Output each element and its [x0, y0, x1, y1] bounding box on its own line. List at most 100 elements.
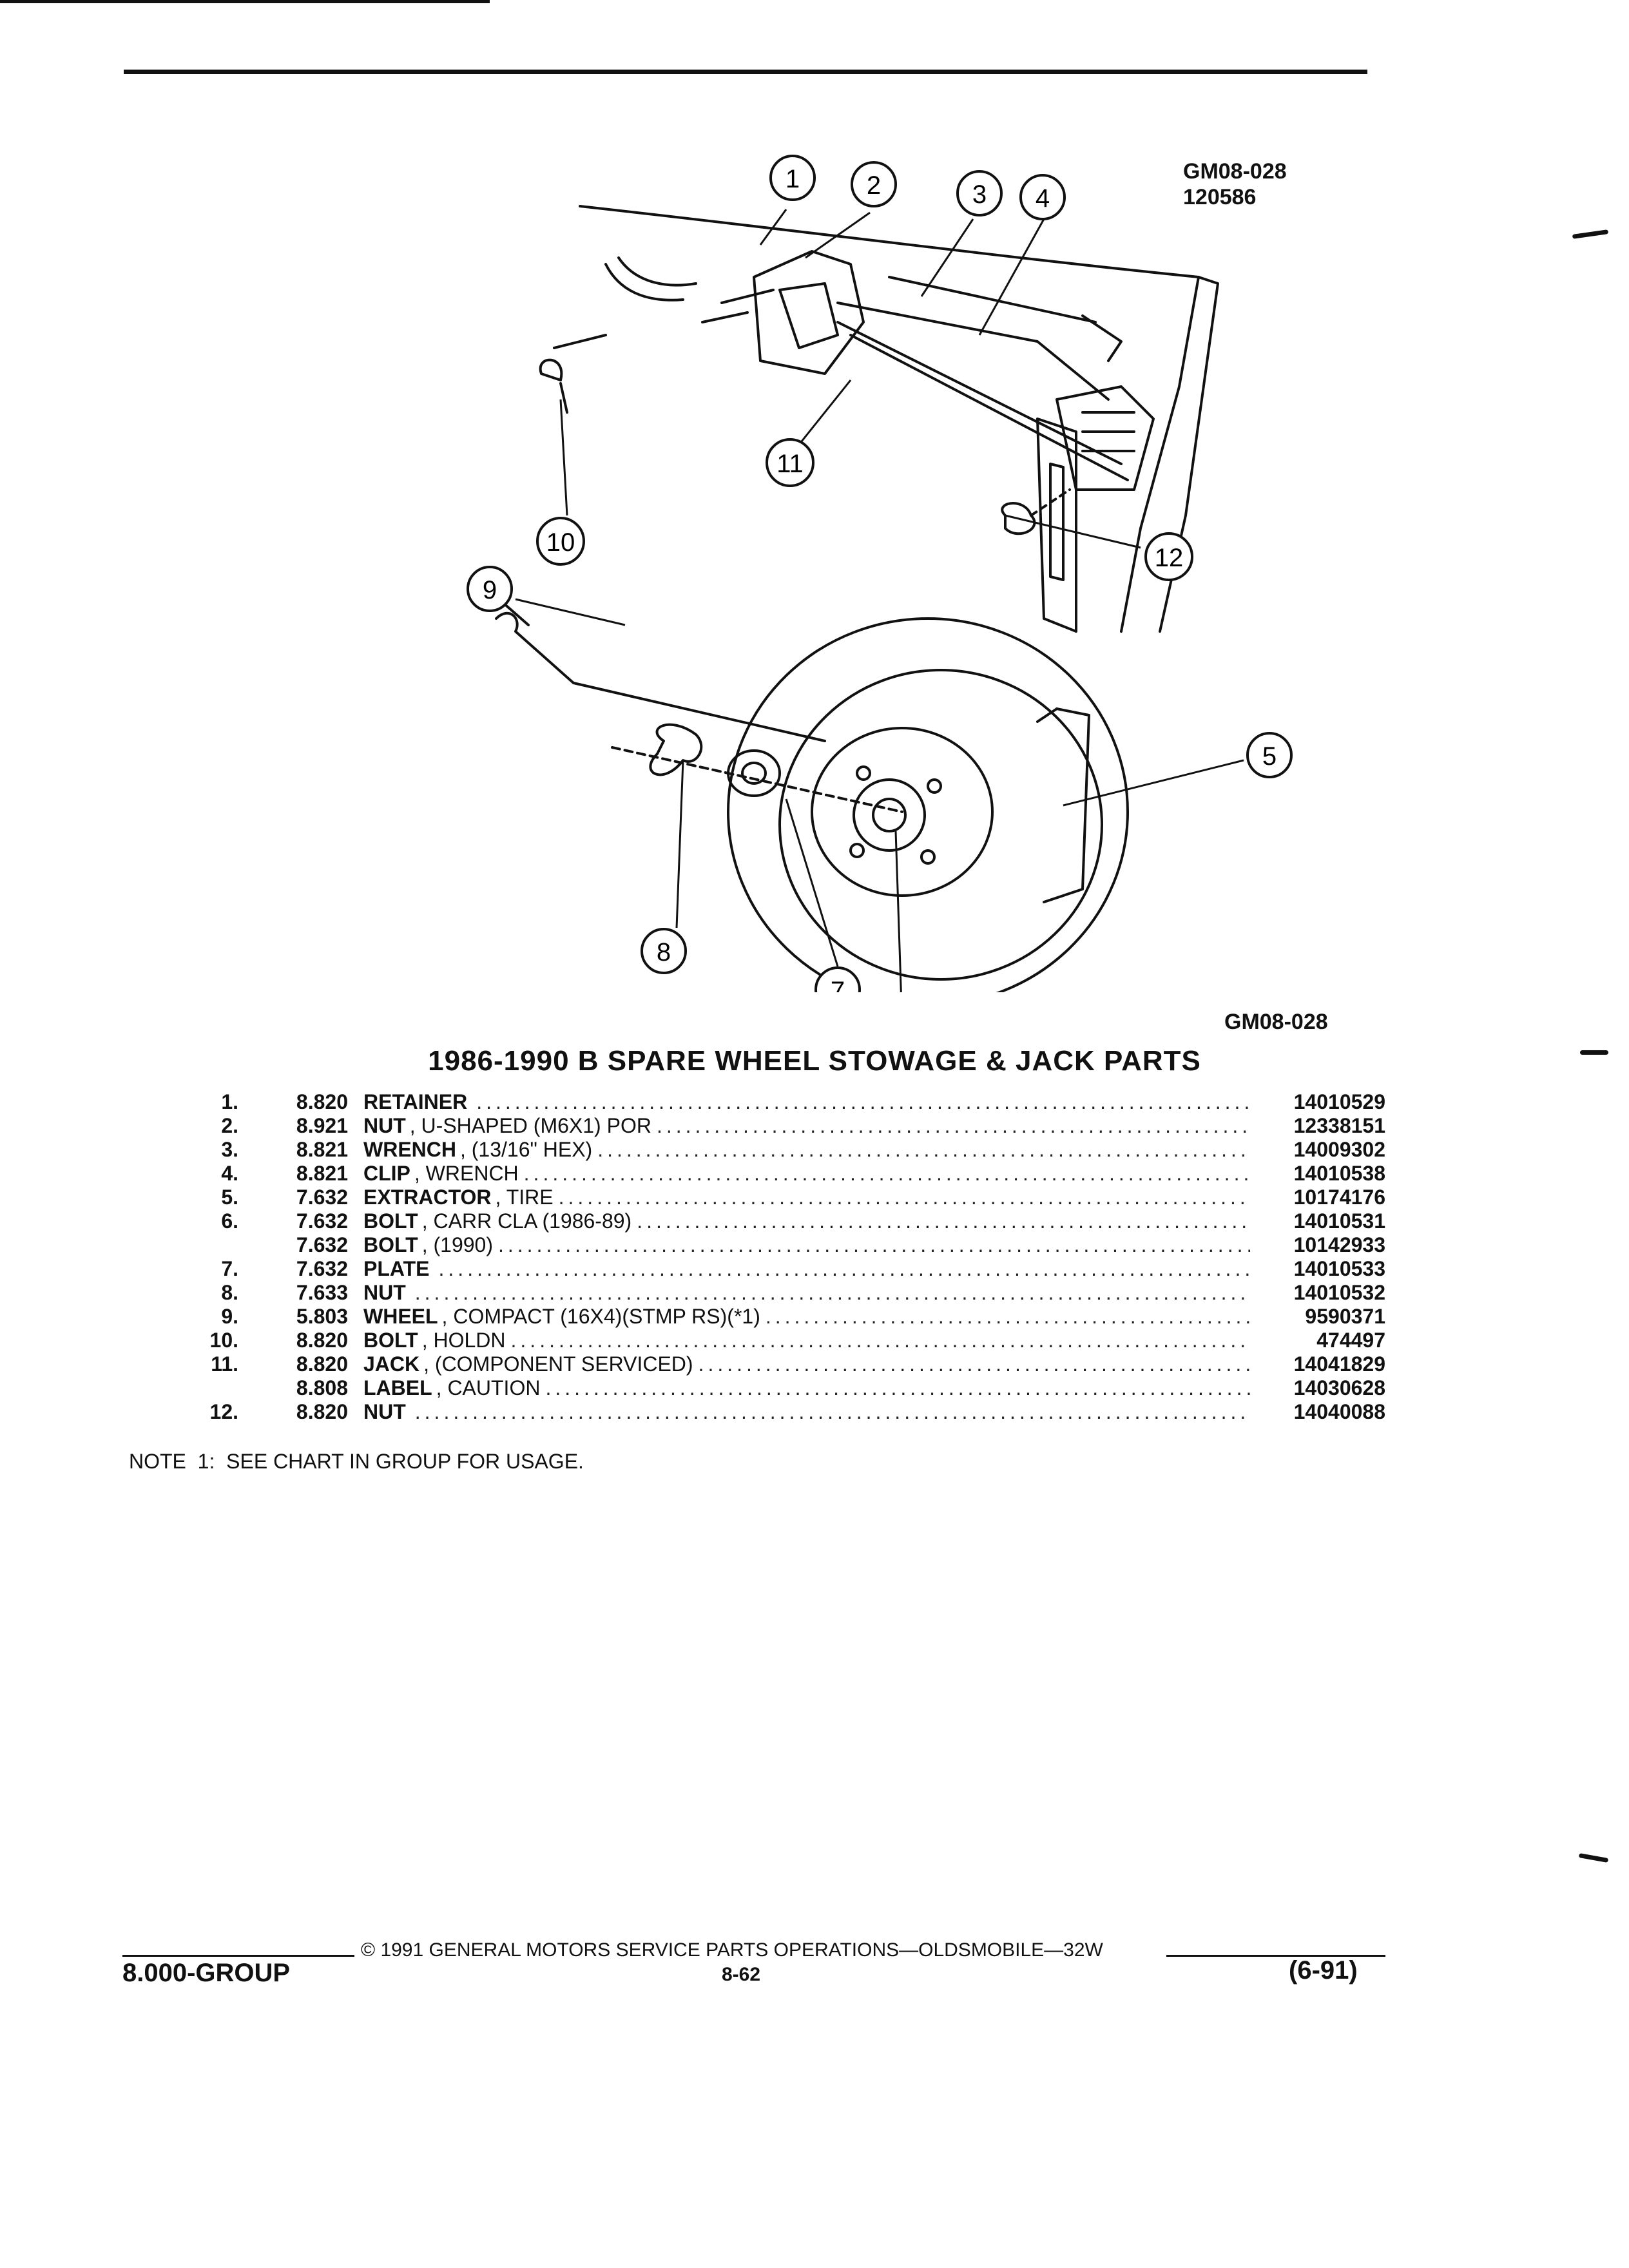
part-description: WRENCH, (13/16" HEX)....................… [363, 1138, 1250, 1162]
group-number: 8.820 [296, 1352, 348, 1376]
group-number: 8.821 [296, 1162, 348, 1185]
leader-dots: ........................................… [656, 1114, 1250, 1137]
leader-dots: ........................................… [637, 1209, 1250, 1233]
leader-dots: ........................................… [510, 1329, 1250, 1352]
leader-dots: ........................................… [698, 1352, 1250, 1376]
svg-text:8: 8 [657, 938, 671, 966]
figure-ref-number: 120586 [1183, 185, 1257, 209]
part-name: PLATE [363, 1257, 430, 1280]
item-number: 7. [221, 1257, 238, 1280]
part-description: LABEL, CAUTION..........................… [363, 1376, 1250, 1400]
item-number: 3. [221, 1138, 238, 1161]
header-rule [124, 70, 1367, 74]
part-name: WRENCH [363, 1138, 456, 1161]
footer-copyright: © 1991 GENERAL MOTORS SERVICE PARTS OPER… [361, 1939, 1103, 1961]
leader-dots: ........................................… [597, 1138, 1250, 1161]
part-name: LABEL [363, 1376, 432, 1399]
figure-ref-bottom: GM08-028 [1224, 1010, 1328, 1034]
part-qualifier: , (1990) [421, 1233, 493, 1256]
plate-7 [727, 749, 781, 797]
group-number: 5.803 [296, 1305, 348, 1328]
callout-7: 7 [815, 966, 861, 992]
item-number: 6. [221, 1209, 238, 1233]
item-number: 12. [209, 1400, 238, 1423]
spare-tire-inner [778, 669, 1103, 981]
group-number: 7.632 [296, 1186, 348, 1209]
trunk-panel-outline [579, 205, 1200, 633]
exploded-view-diagram: 1 2 3 4 5 6 7 8 9 10 11 12 [467, 155, 1293, 992]
item-number: 2. [221, 1114, 238, 1137]
margin-mark [1572, 229, 1609, 239]
part-description: JACK, (COMPONENT SERVICED)..............… [363, 1352, 1250, 1376]
item-number: 5. [221, 1186, 238, 1209]
part-row: 3. 8.821 WRENCH, (13/16" HEX).............… [161, 1138, 1385, 1162]
svg-text:4: 4 [1036, 184, 1050, 213]
wheel-rim [811, 727, 994, 897]
svg-text:5: 5 [1262, 742, 1277, 771]
part-qualifier: , HOLDN [421, 1329, 506, 1352]
usage-note: NOTE 1: SEE CHART IN GROUP FOR USAGE. [129, 1450, 584, 1473]
part-number: 14010533 [1293, 1257, 1385, 1280]
part-description: NUT, U-SHAPED (M6X1) POR................… [363, 1114, 1250, 1138]
margin-mark [1580, 1050, 1608, 1055]
group-number: 7.632 [296, 1257, 348, 1280]
wing-nut-8 [649, 723, 703, 776]
part-number: 14010531 [1293, 1209, 1385, 1233]
item-number: 4. [221, 1162, 238, 1185]
group-number: 7.632 [296, 1209, 348, 1233]
jack-screw [836, 321, 1123, 465]
part-qualifier: , U-SHAPED (M6X1) POR [409, 1114, 651, 1137]
wheel-hub [853, 778, 926, 852]
part-number: 12338151 [1293, 1114, 1385, 1137]
footer-rule-right [1166, 1955, 1385, 1957]
item-number: 9. [221, 1305, 238, 1328]
wing-bolt-10 [539, 334, 607, 414]
part-row: 5. 7.632 EXTRACTOR, TIRE..................… [161, 1186, 1385, 1209]
footer-page-number: 8-62 [722, 1964, 761, 1985]
group-number: 8.821 [296, 1138, 348, 1161]
svg-text:3: 3 [972, 180, 987, 209]
leader-dots: ........................................… [765, 1305, 1250, 1328]
leader-dots: ........................................… [498, 1233, 1250, 1256]
group-number: 8.820 [296, 1329, 348, 1352]
part-number: 14010538 [1293, 1162, 1385, 1185]
part-description: BOLT, HOLDN.............................… [363, 1329, 1250, 1352]
part-description: BOLT, (1990)............................… [363, 1233, 1250, 1257]
figure-ref-top: GM08-028 120586 [1183, 159, 1287, 210]
footer-rule-left [122, 1955, 354, 1957]
part-row: 2. 8.921 NUT, U-SHAPED (M6X1) POR.........… [161, 1114, 1385, 1138]
callout-2: 2 [851, 161, 897, 207]
leader-dots: ........................................… [414, 1400, 1250, 1423]
part-description: EXTRACTOR, TIRE.........................… [363, 1186, 1250, 1209]
svg-text:7: 7 [831, 977, 845, 992]
part-name: BOLT [363, 1329, 418, 1352]
top-edge-rule [0, 0, 490, 3]
leader-dots: ........................................… [558, 1186, 1250, 1209]
spare-tire-outer [727, 617, 1129, 992]
part-number: 14030628 [1293, 1376, 1385, 1399]
group-number: 8.921 [296, 1114, 348, 1137]
leader-dots: ........................................… [438, 1257, 1250, 1280]
item-number: 8. [221, 1281, 238, 1304]
jack-body [753, 250, 865, 375]
part-number: 14010532 [1293, 1281, 1385, 1304]
part-name: BOLT [363, 1233, 418, 1256]
part-qualifier: , TIRE [495, 1186, 554, 1209]
page-title: 1986-1990 B SPARE WHEEL STOWAGE & JACK P… [428, 1045, 1201, 1077]
part-number: 14009302 [1293, 1138, 1385, 1161]
callout-9: 9 [467, 566, 513, 612]
svg-text:2: 2 [867, 171, 881, 200]
leader-dots: ........................................… [523, 1162, 1250, 1185]
callout-4: 4 [1019, 174, 1066, 220]
footer-date: (6-91) [1289, 1956, 1358, 1984]
group-number: 8.820 [296, 1090, 348, 1113]
